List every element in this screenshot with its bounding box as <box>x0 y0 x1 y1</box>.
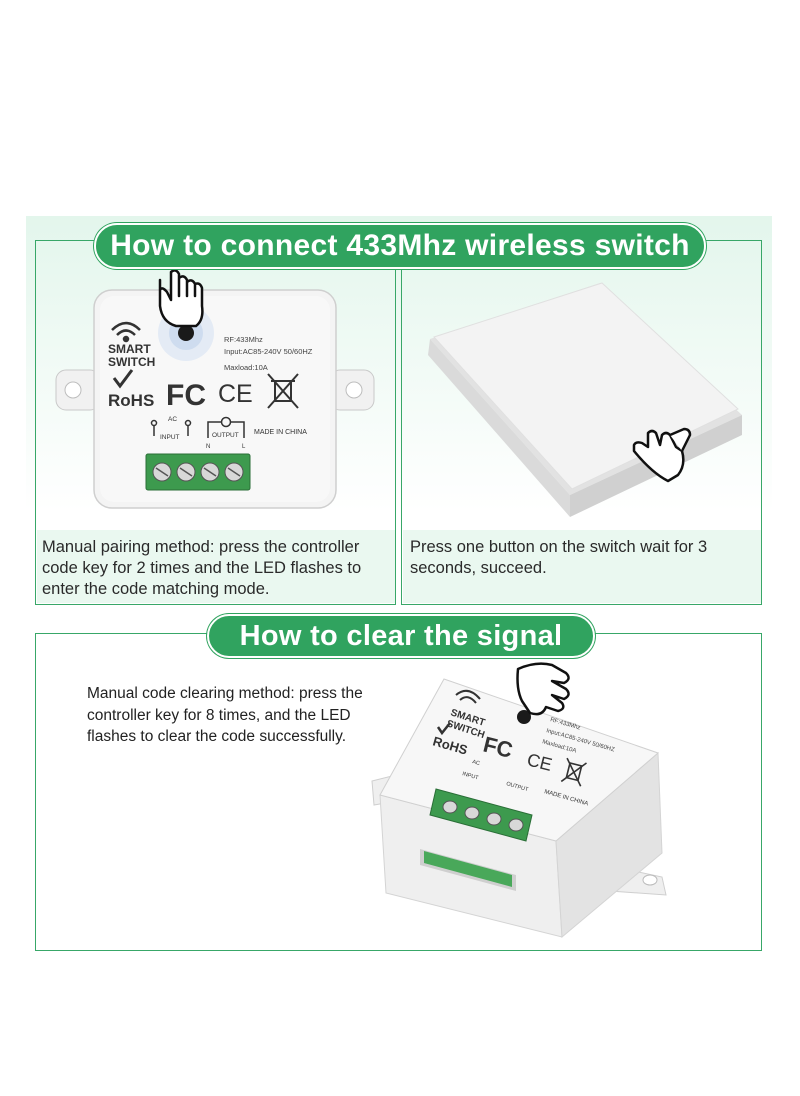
brand-switch: SWITCH <box>108 355 155 369</box>
wireless-wall-switch <box>428 282 742 517</box>
rohs-mark: RoHS <box>108 391 154 410</box>
wifi-icon <box>455 689 481 704</box>
hand-pointer-icon <box>632 427 692 483</box>
checkmark-icon <box>112 369 134 389</box>
hand-pointer-icon <box>158 270 204 328</box>
n-label: N <box>206 444 210 450</box>
made-in-label: MADE IN CHINA <box>254 429 307 436</box>
code-key-button[interactable] <box>517 710 531 724</box>
ce-mark: CE <box>218 380 253 408</box>
weee-bin-icon <box>267 373 299 409</box>
wifi-icon <box>111 321 141 343</box>
l-label: L <box>242 444 246 450</box>
input-terminal-label: INPUT <box>160 434 180 441</box>
pairing-caption-band <box>36 530 395 603</box>
pairing-caption: Manual pairing method: press the control… <box>42 538 362 598</box>
controller-module-front: SMART SWITCH RF:433Mhz Input:AC85-240V 5… <box>55 270 375 509</box>
ac-label: AC <box>471 759 480 767</box>
clear-signal-note: Manual code clearing method: press the c… <box>87 685 363 745</box>
fc-mark: FC <box>166 379 206 412</box>
clear-banner: How to clear the signal <box>207 614 595 658</box>
weee-bin-icon <box>560 757 587 787</box>
code-key-button[interactable] <box>178 325 194 341</box>
ac-label: AC <box>168 416 177 423</box>
input-spec-label: Input:AC85-240V 50/60HZ <box>224 347 313 356</box>
controller-module-angled: SMART SWITCH RoHS FC CE RF:433Mhz Input:… <box>371 662 667 939</box>
hand-pointer-icon <box>516 662 570 716</box>
maxload-label: Maxload:10A <box>224 363 268 372</box>
switch-caption: Press one button on the switch wait for … <box>410 538 708 577</box>
terminal-block <box>145 453 251 491</box>
mounting-tab-left <box>55 369 101 411</box>
rf-label: RF:433Mhz <box>224 335 263 344</box>
switch-caption-band <box>402 530 761 603</box>
mounting-tab-right <box>329 369 375 411</box>
terminal-block <box>429 788 533 842</box>
input-terminal-label: INPUT <box>461 771 479 781</box>
connect-banner: How to connect 433Mhz wireless switch <box>94 223 706 269</box>
output-terminal-label: OUTPUT <box>212 432 239 439</box>
brand-smart: SMART <box>108 342 151 356</box>
checkmark-icon <box>436 722 451 736</box>
